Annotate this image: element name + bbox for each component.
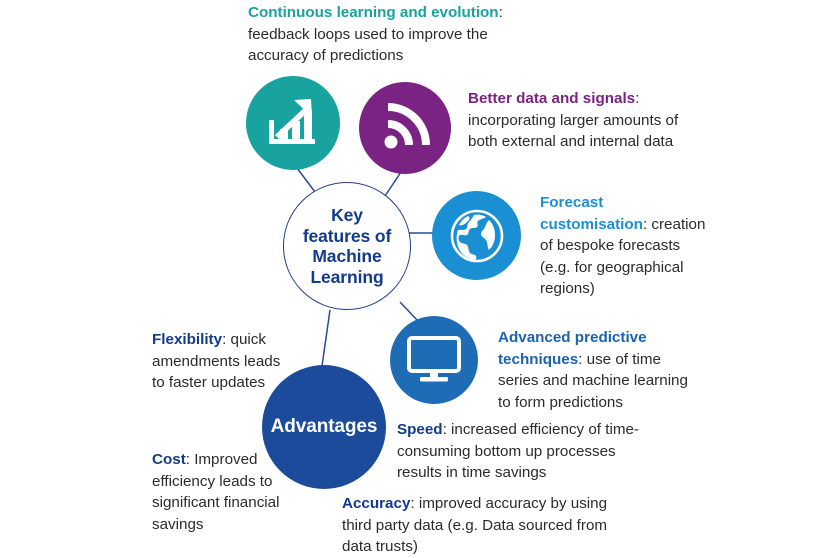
advantages-circle[interactable]: Advantages [262,365,386,489]
note-lead-advanced-predictive-techniques: Advanced predictive techniques [498,329,647,368]
note-lead-forecast-customisation: Forecast customisation [540,194,643,233]
note-forecast-customisation: Forecast customisation: creation of besp… [540,192,710,300]
note-body-speed: : increased efficiency of time-consuming… [397,421,639,481]
note-continuous-learning: Continuous learning and evolution: feedb… [248,2,548,67]
note-body-forecast-customisation: : creation of bespoke forecasts (e.g. fo… [540,215,706,298]
node-circle-forecast-customisation[interactable] [432,191,521,280]
note-body-advanced-predictive-techniques: : use of time series and machine learnin… [498,350,688,411]
note-lead-continuous-learning: Continuous learning and evolution [248,4,499,21]
note-accuracy: Accuracy: improved accuracy by using thi… [342,493,612,558]
note-advanced-predictive-techniques: Advanced predictive techniques: use of t… [498,327,698,413]
connector-hub-to-advantages [321,309,331,367]
node-circle-continuous-learning[interactable] [246,76,340,170]
advantages-label: Advantages [270,416,378,437]
note-lead-better-data-signals: Better data and signals [468,90,636,107]
node-circle-advanced-predictive-techniques[interactable] [390,316,478,404]
note-body-cost: : Improved efficiency leads to significa… [152,451,280,533]
note-body-accuracy: : improved accuracy by using third party… [342,495,608,555]
connector-hub-to-signals [384,171,402,197]
note-body-flexibility: : quick amendments leads to faster updat… [152,331,281,391]
globe-icon [450,209,503,262]
note-lead-flexibility: Flexibility [152,331,223,348]
note-lead-accuracy: Accuracy [342,495,411,512]
connector-hub-to-monitor [399,301,419,322]
note-flexibility: Flexibility: quick amendments leads to f… [152,329,287,394]
note-body-better-data-signals: : incorporating larger amounts of both e… [468,90,679,150]
note-speed: Speed: increased efficiency of time-cons… [397,419,659,484]
note-body-continuous-learning: : feedback loops used to improve the acc… [248,4,503,64]
node-circle-better-data-signals[interactable] [359,82,451,174]
rss-signal-icon [384,103,430,149]
note-better-data-signals: Better data and signals: incorporating l… [468,88,708,153]
bar-chart-growth-icon [269,99,315,144]
note-cost: Cost: Improved efficiency leads to signi… [152,449,287,535]
monitor-icon [407,336,461,382]
note-lead-speed: Speed [397,421,443,438]
note-lead-cost: Cost [152,451,186,468]
